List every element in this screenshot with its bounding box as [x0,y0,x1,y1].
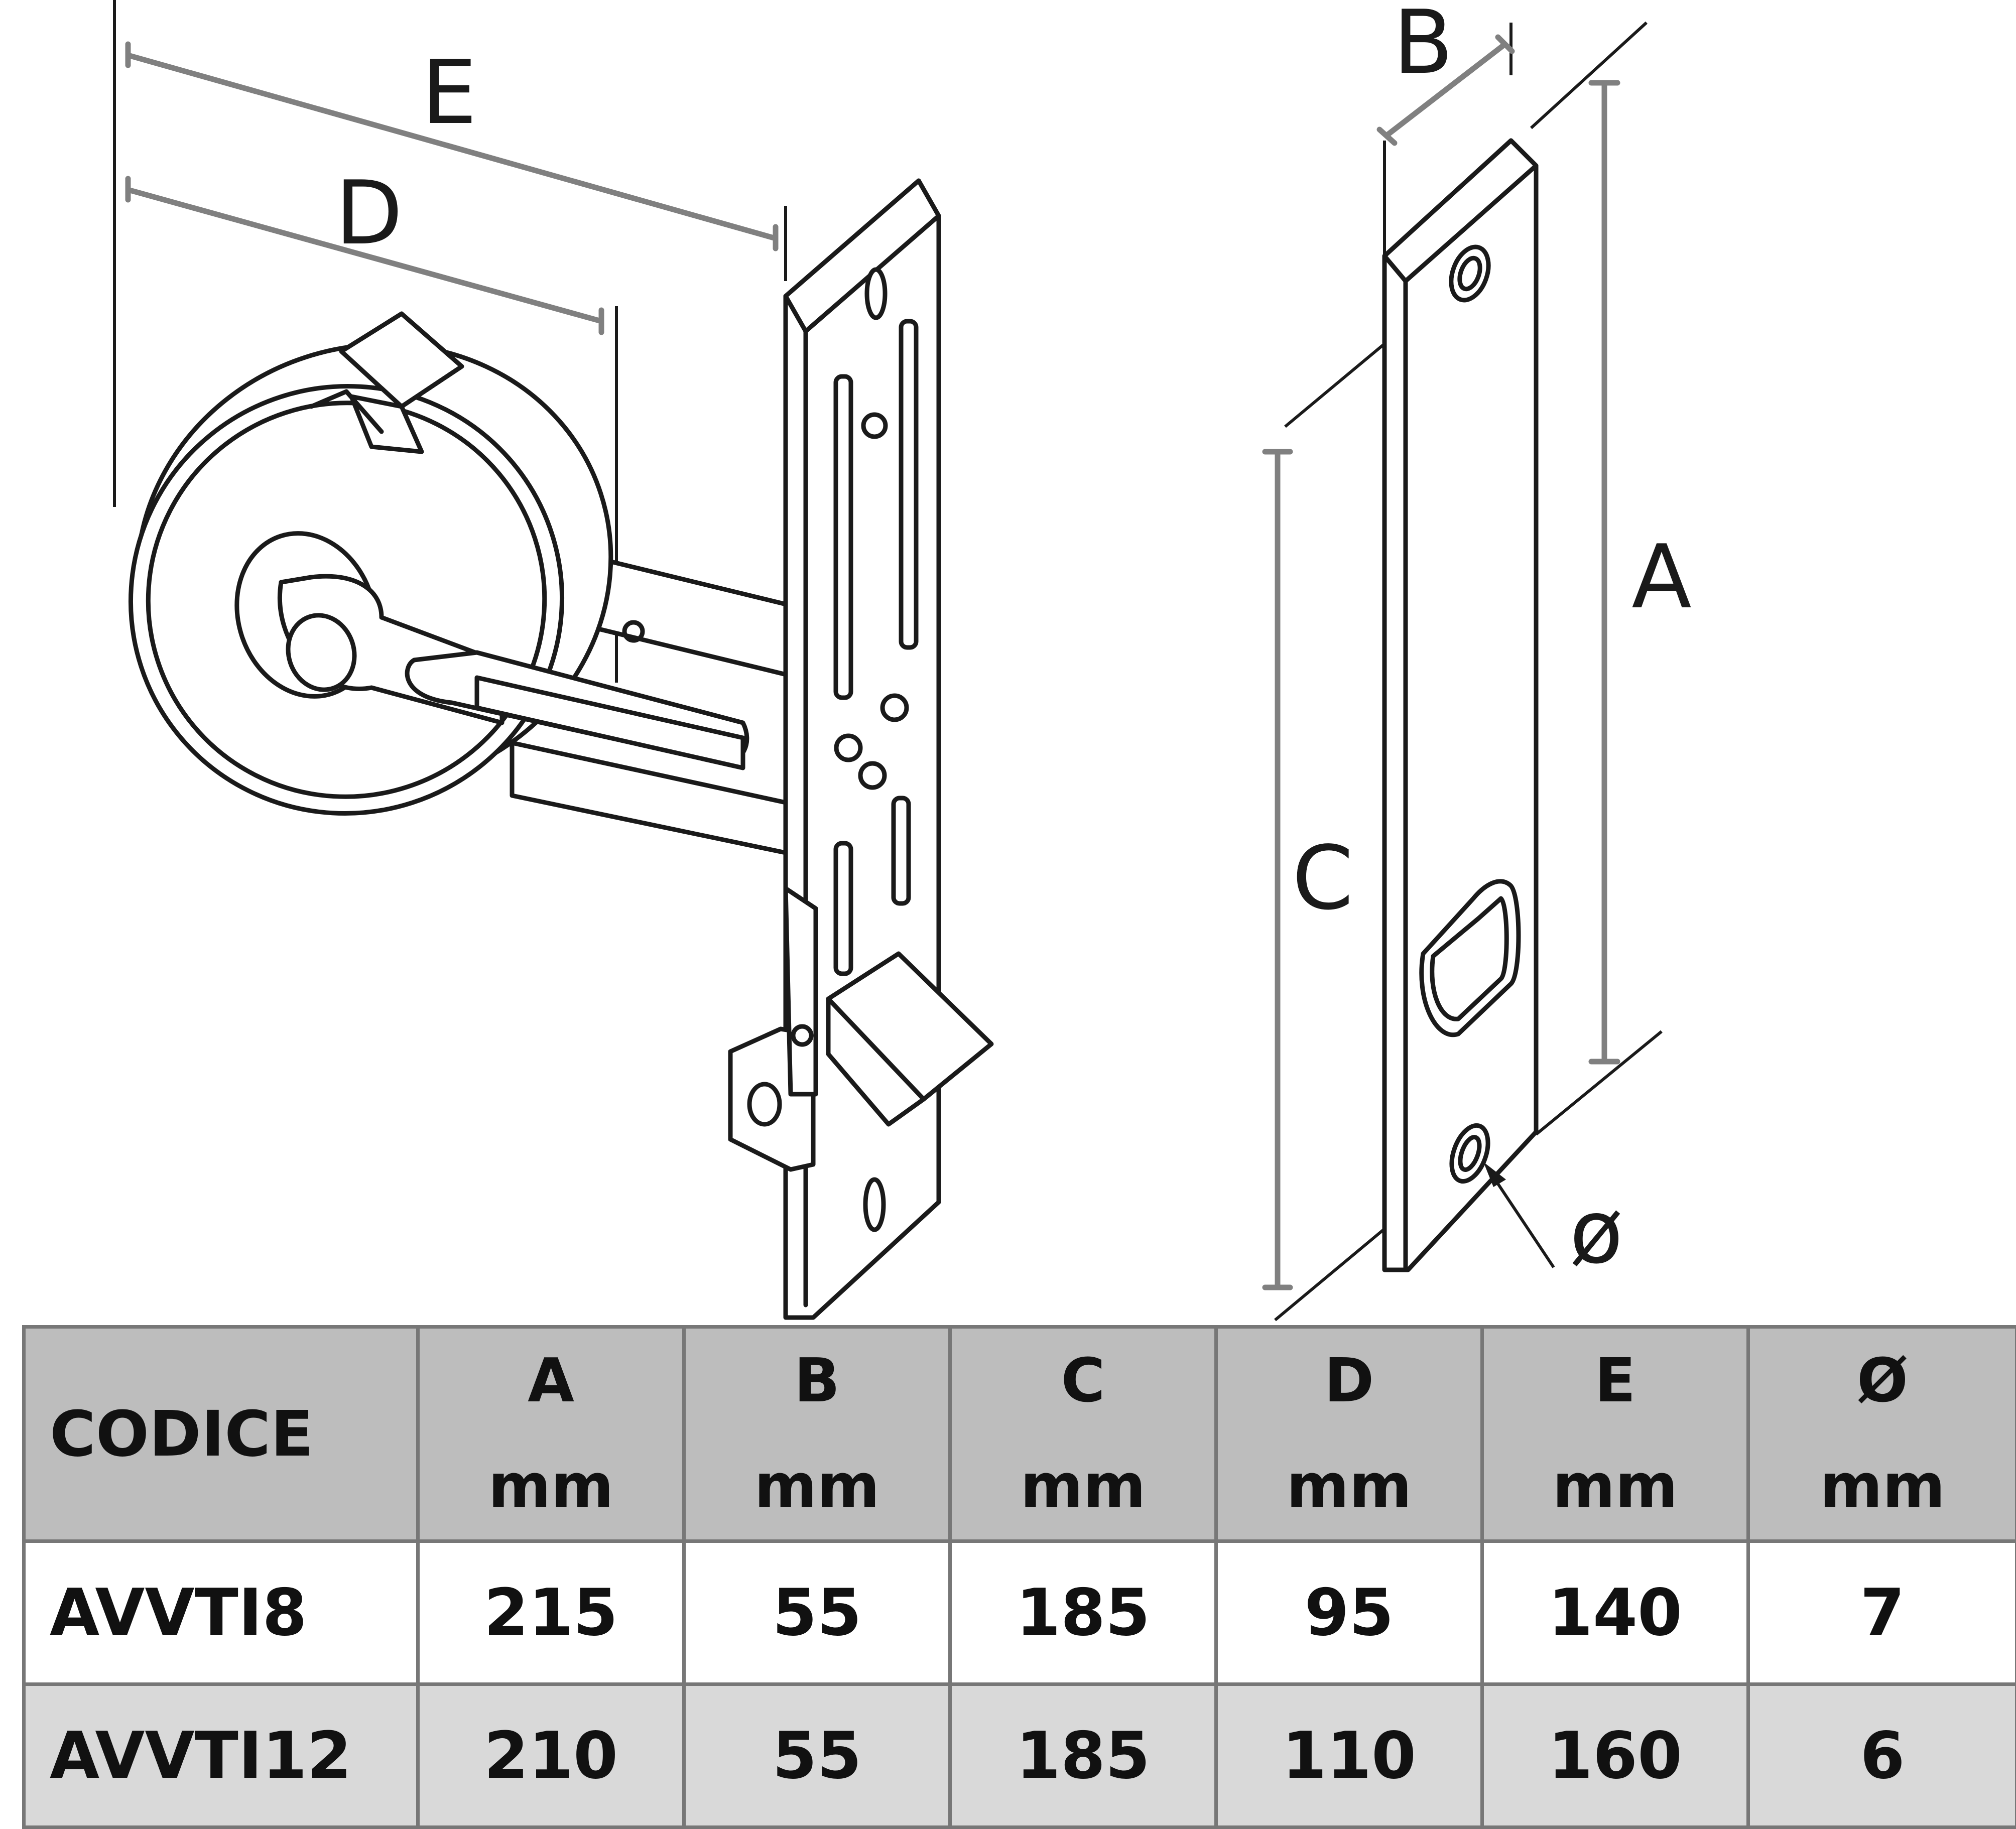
bracket-hole-1 [863,415,886,437]
cell-b: 55 [684,1541,950,1684]
cell-c: 185 [950,1541,1216,1684]
bracket-hole-3 [836,736,860,760]
header-codice: CODICE [24,1327,418,1541]
bracket-plate [730,181,991,1318]
bracket-slot-mid-right [894,798,909,903]
dimension-b: B [1379,0,1512,143]
extension-line-a-top [1531,23,1647,128]
pulley-assembly: E D [75,0,991,1318]
bracket-slot-mid-left [836,843,851,974]
dimension-label-b: B [1393,0,1453,94]
cell-code: AVVTI12 [24,1684,418,1827]
header-c-unit: mm [952,1434,1214,1539]
header-b-unit: mm [686,1434,948,1539]
arm-bar-lower [512,743,788,853]
bracket-hole-2 [883,696,907,720]
dimension-a: A [1591,83,1692,1062]
header-phi-letter: Ø [1750,1329,2015,1434]
cell-c: 185 [950,1684,1216,1827]
cell-b: 55 [684,1684,950,1827]
bracket-guide-hole [793,1026,811,1044]
dimension-phi: ø [1483,1162,1623,1283]
table-row: AVVTI12 210 55 185 110 160 6 [24,1684,2016,1827]
cell-phi: 7 [1748,1541,2016,1684]
table-row: AVVTI8 215 55 185 95 140 7 [24,1541,2016,1684]
cell-e: 160 [1482,1684,1748,1827]
cell-a: 210 [418,1684,684,1827]
bracket-slot-long-right [901,321,916,647]
cell-d: 110 [1216,1684,1482,1827]
header-d-unit: mm [1218,1434,1480,1539]
header-c-letter: C [952,1329,1214,1434]
dimension-label-phi: ø [1569,1182,1623,1283]
extension-line-a-bottom [1536,1031,1662,1134]
header-phi-unit: mm [1750,1434,2015,1539]
dimension-label-a: A [1631,527,1692,628]
bracket-slot-top [867,270,885,318]
header-d-letter: D [1218,1329,1480,1434]
cell-a: 215 [418,1541,684,1684]
cell-d: 95 [1216,1541,1482,1684]
cell-phi: 6 [1748,1684,2016,1827]
cell-code: AVVTI8 [24,1541,418,1684]
header-a-letter: A [420,1329,682,1434]
bracket-hole-4 [860,763,885,788]
bracket-slot-long-left [836,376,851,698]
dimension-d: D [128,163,601,332]
header-e-letter: E [1484,1329,1746,1434]
dimension-c: C [1265,452,1353,1287]
header-b-letter: B [686,1329,948,1434]
arm-bar-upper [592,557,788,675]
header-a-unit: mm [420,1434,682,1539]
dimension-label-c: C [1292,828,1353,930]
technical-drawing: E D [0,0,2016,1325]
dimension-label-d: D [335,163,403,265]
cell-e: 140 [1482,1541,1748,1684]
dimension-label-e: E [422,42,477,144]
bracket-guide [786,888,816,1094]
header-e-unit: mm [1484,1434,1746,1539]
bracket-slot-bottom [865,1180,884,1230]
bracket-side-tab-hole [749,1084,780,1124]
front-plate: B A C ø [1265,0,1692,1320]
